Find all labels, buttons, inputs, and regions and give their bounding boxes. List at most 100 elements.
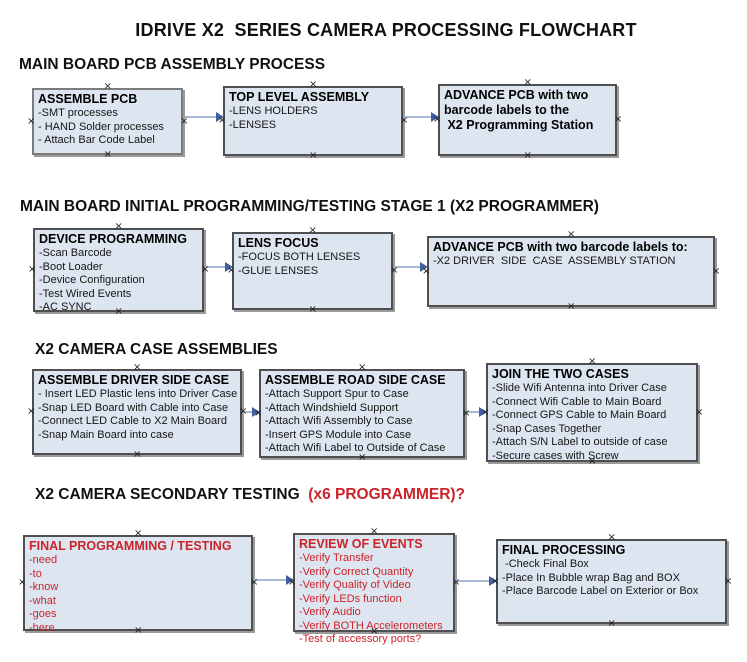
arrow-head-icon [216, 112, 224, 122]
box-line: -Connect GPS Cable to Main Board [492, 409, 667, 421]
connection-point-icon: × [250, 577, 259, 588]
connection-point-icon: × [567, 229, 576, 240]
box-line: -need [29, 554, 58, 566]
box-line: -here [29, 621, 55, 634]
box-line: -Connect LED Cable to X2 Main Board [38, 415, 227, 427]
connection-point-icon: × [370, 526, 379, 537]
box-title: ASSEMBLE DRIVER SIDE CASE [38, 373, 230, 387]
flow-box-advance-pcb-with-two-barcode-labels-to: ADVANCE PCB with two barcode labels to:-… [427, 236, 715, 307]
section-heading-text: X2 CAMERA CASE ASSEMBLIES [35, 341, 278, 358]
arrow-line [254, 579, 288, 581]
connection-point-icon: × [712, 265, 721, 277]
box-title: FINAL PROGRAMMING / TESTING [29, 539, 232, 553]
box-title: LENS FOCUS [238, 236, 319, 250]
box-line: -Verify Transfer [299, 552, 374, 564]
section-heading-text: MAIN BOARD INITIAL PROGRAMMING/TESTING S… [20, 198, 599, 215]
box-line: -Snap LED Board with Cable into Case [38, 401, 229, 414]
connection-point-icon: × [18, 577, 27, 588]
connection-point-icon: × [239, 406, 248, 417]
connection-point-icon: × [422, 265, 431, 277]
flow-box-assemble-road-side-case: ASSEMBLE ROAD SIDE CASE-Attach Support S… [259, 369, 465, 458]
connection-point-icon: × [114, 306, 123, 317]
connection-point-icon: × [309, 150, 318, 161]
connection-point-icon: × [180, 115, 189, 127]
connection-point-icon: × [308, 304, 317, 315]
flow-box-assemble-pcb: ASSEMBLE PCB-SMT processes- HAND Solder … [32, 88, 183, 155]
connection-point-icon: × [103, 149, 112, 160]
section-heading-text: MAIN BOARD PCB ASSEMBLY PROCESS [19, 56, 326, 73]
box-line: -X2 DRIVER SIDE CASE ASSEMBLY STATION [433, 255, 676, 267]
box-line: - Attach Bar Code Label [38, 134, 155, 146]
box-line: -Place Barcode Label on Exterior or Box [502, 585, 699, 597]
flow-box-join-the-two-cases: JOIN THE TWO CASES-Slide Wifi Antenna in… [486, 363, 698, 462]
flow-box-final-processing: FINAL PROCESSING -Check Final Box-Place … [496, 539, 727, 624]
flow-box-review-of-events: REVIEW OF EVENTS-Verify Transfer -Verify … [293, 533, 455, 645]
connection-point-icon: × [400, 115, 409, 126]
box-line: - Insert LED Plastic lens into Driver Ca… [38, 388, 238, 400]
box-line: -GLUE LENSES [238, 264, 319, 277]
box-line: -Attach Support Spur to Case [265, 388, 409, 400]
connection-point-icon: × [27, 115, 36, 127]
arrow-line [404, 116, 433, 118]
box-title: ADVANCE PCB with two barcode labels to: [433, 240, 688, 254]
flow-box-final-programming-testing: FINAL PROGRAMMING / TESTING-need-to-know… [23, 535, 253, 634]
connection-point-icon: × [114, 221, 123, 232]
connection-point-icon: × [607, 618, 616, 629]
connection-point-icon: × [614, 114, 623, 125]
box-title: FINAL PROCESSING [502, 543, 626, 557]
connection-point-icon: × [201, 264, 210, 275]
box-title: barcode labels to the [444, 103, 570, 117]
box-line: -goes [29, 608, 57, 620]
page-title: IDRIVE X2 SERIES CAMERA PROCESSING FLOWC… [135, 20, 637, 40]
box-line: -Insert GPS Module into Case [265, 428, 412, 441]
box-line: -Place In Bubble wrap Bag and BOX [502, 571, 680, 584]
arrow-line [185, 116, 218, 118]
connection-point-icon: × [452, 576, 461, 588]
arrow-head-icon [479, 407, 487, 417]
box-line: -to [29, 567, 42, 580]
connection-point-icon: × [358, 452, 367, 463]
box-line: -Test Wired Events [39, 287, 132, 300]
connection-point-icon: × [103, 81, 112, 92]
box-line: -Verify Quality of Video [299, 579, 411, 591]
connection-point-icon: × [491, 575, 500, 587]
box-line: -Test of accessory ports? [299, 633, 422, 645]
box-line: - HAND Solder processes [38, 120, 164, 133]
connection-point-icon: × [433, 114, 442, 125]
box-line: -what [29, 594, 56, 607]
box-line: -Scan Barcode [39, 247, 112, 259]
connection-point-icon: × [27, 406, 36, 417]
connection-point-icon: × [588, 356, 597, 367]
connection-point-icon: × [254, 407, 263, 419]
arrow-line [205, 266, 227, 268]
box-line: -Snap Main Board into case [38, 428, 174, 441]
connection-point-icon: × [390, 265, 399, 276]
section-heading-1: MAIN BOARD PCB ASSEMBLY PROCESS [19, 56, 325, 74]
connection-point-icon: × [218, 115, 227, 126]
arrow-head-icon [489, 576, 497, 586]
box-line: -Connect Wifi Cable to Main Board [492, 395, 662, 408]
box-line: -Verify LEDs function [299, 592, 402, 605]
arrow-line [456, 580, 491, 582]
box-line: -LENS HOLDERS [229, 105, 318, 117]
arrow-head-icon [252, 407, 260, 417]
connection-point-icon: × [134, 528, 143, 539]
box-line: -Verify Audio [299, 606, 361, 618]
box-line: -Check Final Box [502, 558, 589, 570]
connection-point-icon: × [288, 576, 297, 588]
box-line: -Attach Windshield Support [265, 401, 399, 414]
box-line: -Attach S/N Label to outside of case [492, 436, 668, 448]
box-title: TOP LEVEL ASSEMBLY [229, 90, 370, 104]
connection-point-icon: × [567, 301, 576, 312]
box-line: -Verify BOTH Accelerometers [299, 619, 443, 632]
arrow-head-icon [286, 575, 294, 585]
box-title: DEVICE PROGRAMMING [39, 232, 187, 246]
box-title: REVIEW OF EVENTS [299, 537, 423, 551]
box-line: -LENSES [229, 118, 277, 131]
connection-point-icon: × [370, 626, 379, 637]
box-title: X2 Programming Station [444, 118, 594, 132]
connection-point-icon: × [523, 77, 532, 88]
box-title: ASSEMBLE ROAD SIDE CASE [265, 373, 446, 387]
arrow-line [394, 266, 422, 268]
